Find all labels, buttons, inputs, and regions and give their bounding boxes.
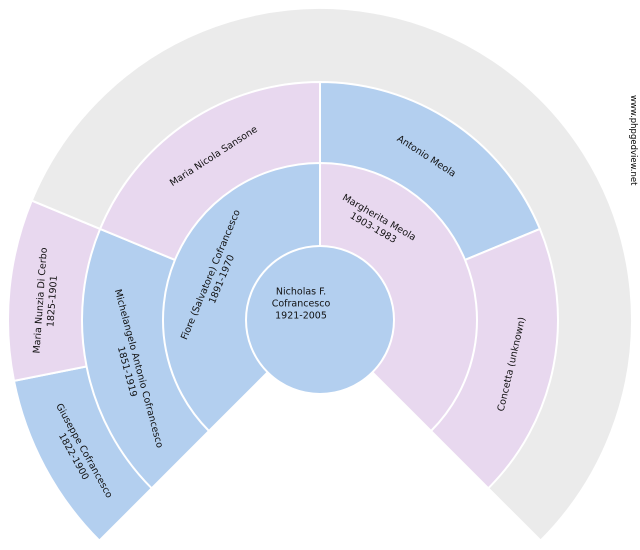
label-great-grandmother: Maria Nunzia Di Cerbo1825-1901 [31, 247, 61, 355]
root-person-circle[interactable] [245, 245, 395, 395]
watermark-text: www.phpgedview.net [628, 95, 638, 186]
